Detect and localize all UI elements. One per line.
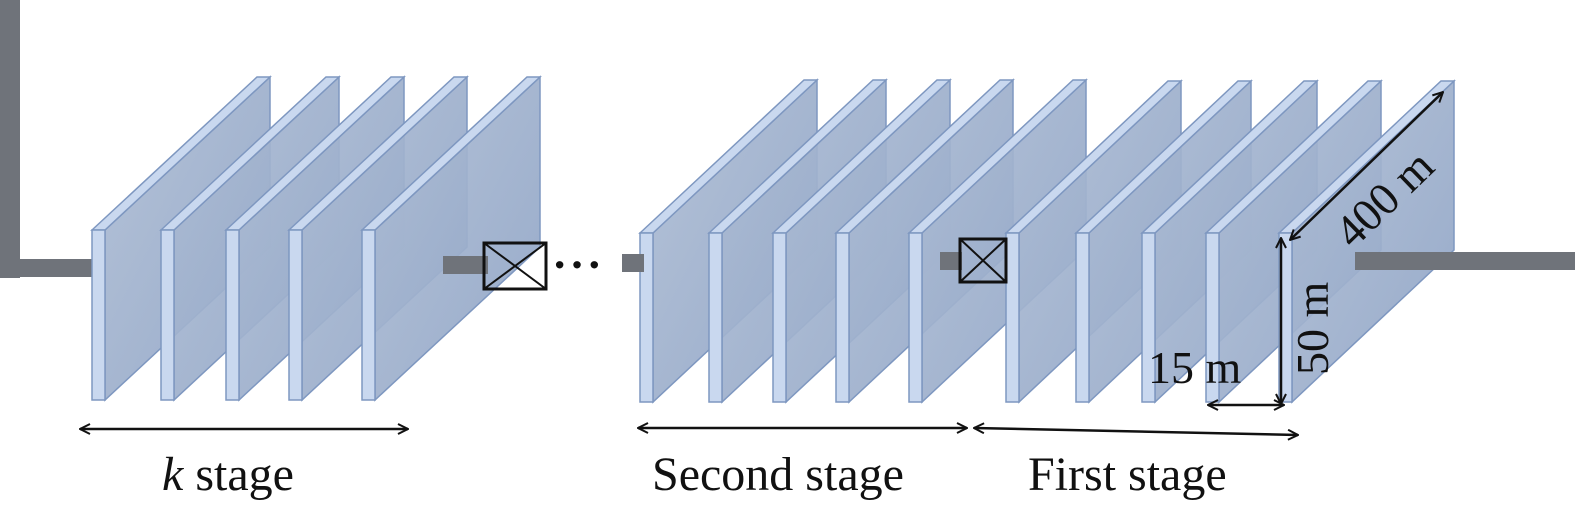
first-stage-span-arrow [974, 428, 1298, 435]
k-stage-group [90, 75, 542, 402]
pipe-segment [940, 252, 962, 270]
second-stage-label: Second stage [652, 448, 904, 501]
first-stage-label: First stage [1028, 448, 1227, 501]
dimension-arrows [80, 92, 1443, 435]
pipe-segment [622, 254, 644, 272]
connector-pipes [443, 252, 1575, 274]
valve-icon [958, 237, 1008, 284]
panels-layer [90, 75, 1456, 404]
height-dimension-label: 50 m [1287, 282, 1338, 376]
ellipsis-text: ··· [552, 239, 604, 290]
length-arrow [1290, 92, 1443, 240]
width-dimension-label: 15 m [1148, 342, 1242, 393]
pipe-segment [443, 256, 488, 274]
k-stage-label: k stage [162, 448, 294, 501]
outlet-pipe [1355, 252, 1575, 270]
plate-panel [360, 75, 542, 402]
inlet-pipe [0, 0, 95, 278]
valve-icon [482, 241, 548, 291]
